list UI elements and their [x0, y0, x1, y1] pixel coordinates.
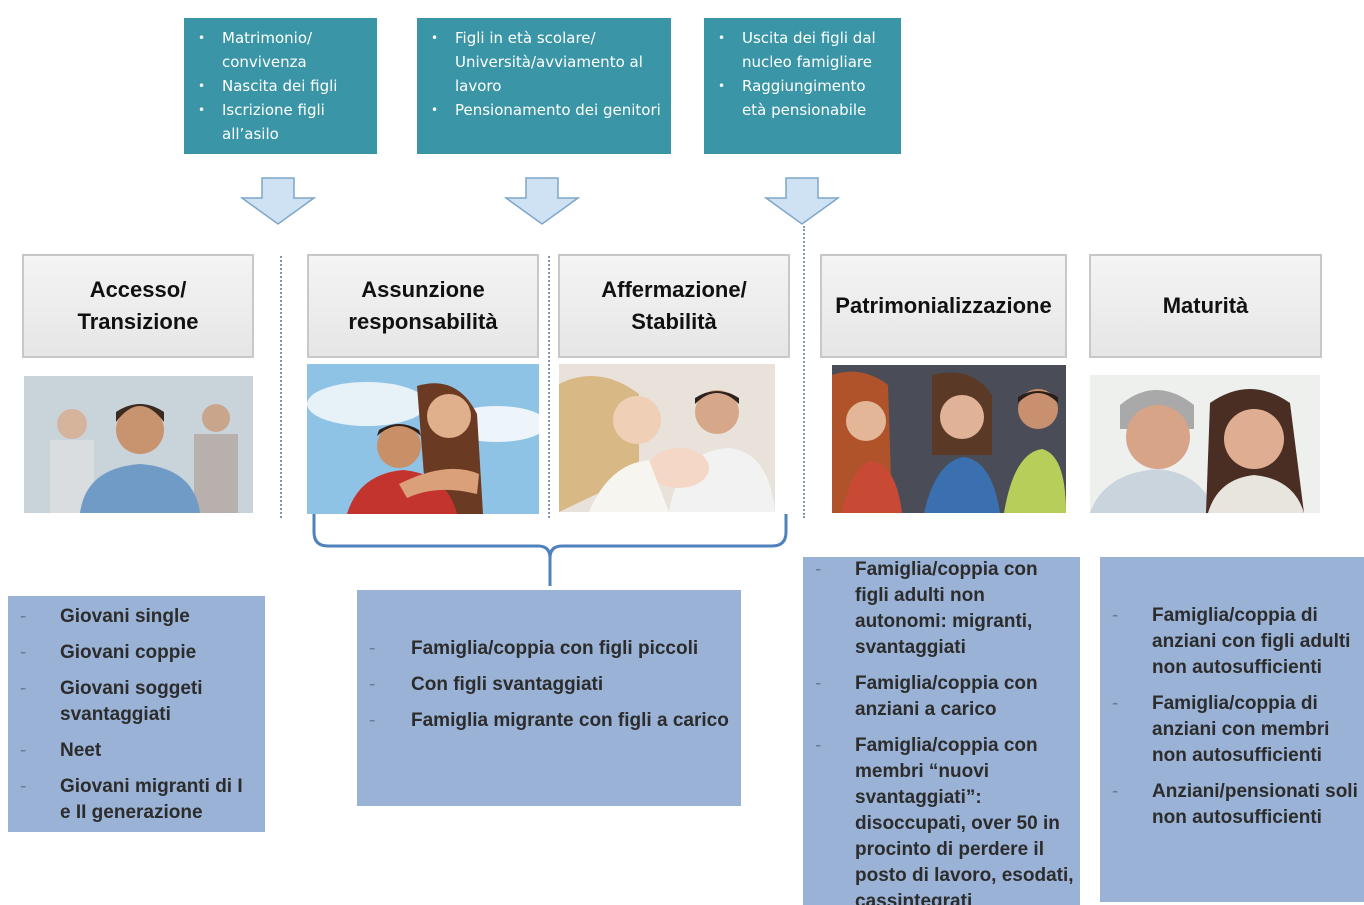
stage-label: Affermazione/ Stabilità [601, 277, 747, 334]
life-event-item: Iscrizione figli all’asilo [196, 98, 369, 146]
life-event-item: Uscita dei figli dal nucleo famigliare [716, 26, 893, 74]
photo-family-baby [559, 364, 775, 512]
stage-separator [803, 226, 805, 518]
stage-assunzione-responsabilita: Assunzione responsabilità [307, 254, 539, 358]
life-events-box-2: Figli in età scolare/ Università/avviame… [417, 18, 671, 154]
target-box-2: Famiglia/coppia con figli piccoli Con fi… [357, 590, 741, 806]
bracket-connector [312, 514, 788, 586]
target-item: Famiglia/coppia con anziani a carico [803, 671, 1076, 723]
down-arrow-icon [764, 177, 840, 225]
down-arrow-icon [240, 177, 316, 225]
stage-maturita: Maturità [1089, 254, 1322, 358]
life-event-item: Raggiungimento età pensionabile [716, 74, 893, 122]
life-events-box-3: Uscita dei figli dal nucleo famigliare R… [704, 18, 901, 154]
stage-separator [280, 256, 282, 518]
stage-label: Accesso/ Transizione [77, 277, 199, 334]
down-arrow-icon [504, 177, 580, 225]
target-box-1: Giovani single Giovani coppie Giovani so… [8, 596, 265, 832]
target-item: Famiglia/coppia con membri “nuovi svanta… [803, 733, 1076, 905]
life-event-item: Nascita dei figli [196, 74, 369, 98]
stage-affermazione-stabilita: Affermazione/ Stabilità [558, 254, 790, 358]
target-box-4: Famiglia/coppia di anziani con figli adu… [1100, 557, 1364, 902]
target-item: Giovani single [8, 604, 257, 630]
life-events-box-1: Matrimonio/ convivenza Nascita dei figli… [184, 18, 377, 154]
target-item: Famiglia/coppia di anziani con membri no… [1100, 691, 1364, 769]
target-item: Con figli svantaggiati [357, 672, 731, 698]
life-event-item: Pensionamento dei genitori [429, 98, 663, 122]
target-item: Famiglia/coppia con figli piccoli [357, 636, 731, 662]
stage-accesso-transizione: Accesso/ Transizione [22, 254, 254, 358]
photo-mature-couple [1090, 375, 1320, 513]
stage-label: Patrimonializzazione [835, 293, 1052, 318]
stage-separator [548, 256, 550, 518]
target-item: Giovani soggeti svantaggiati [8, 676, 257, 728]
target-item: Famiglia/coppia con figli adulti non aut… [803, 557, 1076, 661]
target-item: Giovani coppie [8, 640, 257, 666]
target-item: Anziani/pensionati soli non autosufficie… [1100, 779, 1364, 831]
photo-young-man [24, 376, 253, 513]
photo-young-couple [307, 364, 539, 514]
target-item: Famiglia migrante con figli a carico [357, 708, 731, 734]
target-item: Giovani migranti di I e II generazione [8, 774, 257, 826]
target-box-3: Famiglia/coppia con figli adulti non aut… [803, 557, 1080, 905]
photo-worried-couple [832, 365, 1066, 513]
stage-patrimonializzazione: Patrimonializzazione [820, 254, 1067, 358]
life-event-item: Matrimonio/ convivenza [196, 26, 369, 74]
target-item: Famiglia/coppia di anziani con figli adu… [1100, 603, 1364, 681]
target-item: Neet [8, 738, 257, 764]
stage-label: Assunzione responsabilità [348, 277, 498, 334]
stage-label: Maturità [1162, 293, 1249, 318]
life-event-item: Figli in età scolare/ Università/avviame… [429, 26, 663, 98]
